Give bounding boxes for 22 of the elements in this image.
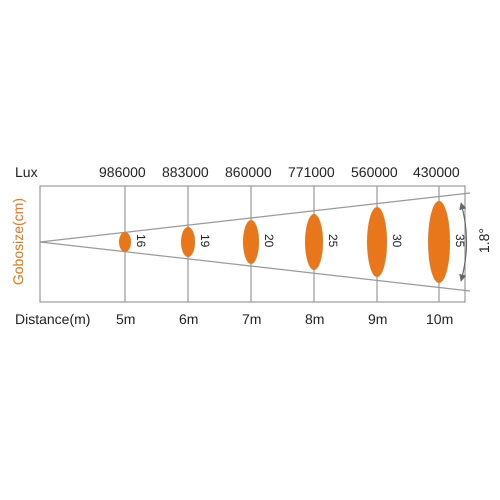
lux-value: 771000 (288, 164, 335, 180)
column-header: Lux (15, 164, 38, 180)
lux-value: 430000 (413, 164, 460, 180)
lux-value: 986000 (99, 164, 146, 180)
lux-value: 883000 (162, 164, 209, 180)
lux-value: 860000 (225, 164, 272, 180)
axis-label: Distance(m) (15, 311, 90, 327)
distance-value: 5m (116, 311, 136, 327)
angle-label: 1.8° (476, 228, 492, 254)
axis-label: Gobosize(cm) (10, 198, 26, 286)
distance-value: 10m (426, 311, 454, 327)
size-value: 19 (197, 234, 213, 248)
size-value: 20 (261, 234, 277, 248)
distance-value: 6m (179, 311, 198, 327)
size-value: 30 (389, 234, 405, 248)
size-value: 16 (133, 234, 149, 248)
lux-value: 560000 (351, 164, 398, 180)
size-value: 25 (325, 234, 341, 248)
size-value: 35 (452, 234, 468, 248)
distance-value: 8m (305, 311, 324, 327)
distance-value: 7m (242, 311, 262, 327)
distance-value: 9m (368, 311, 388, 327)
